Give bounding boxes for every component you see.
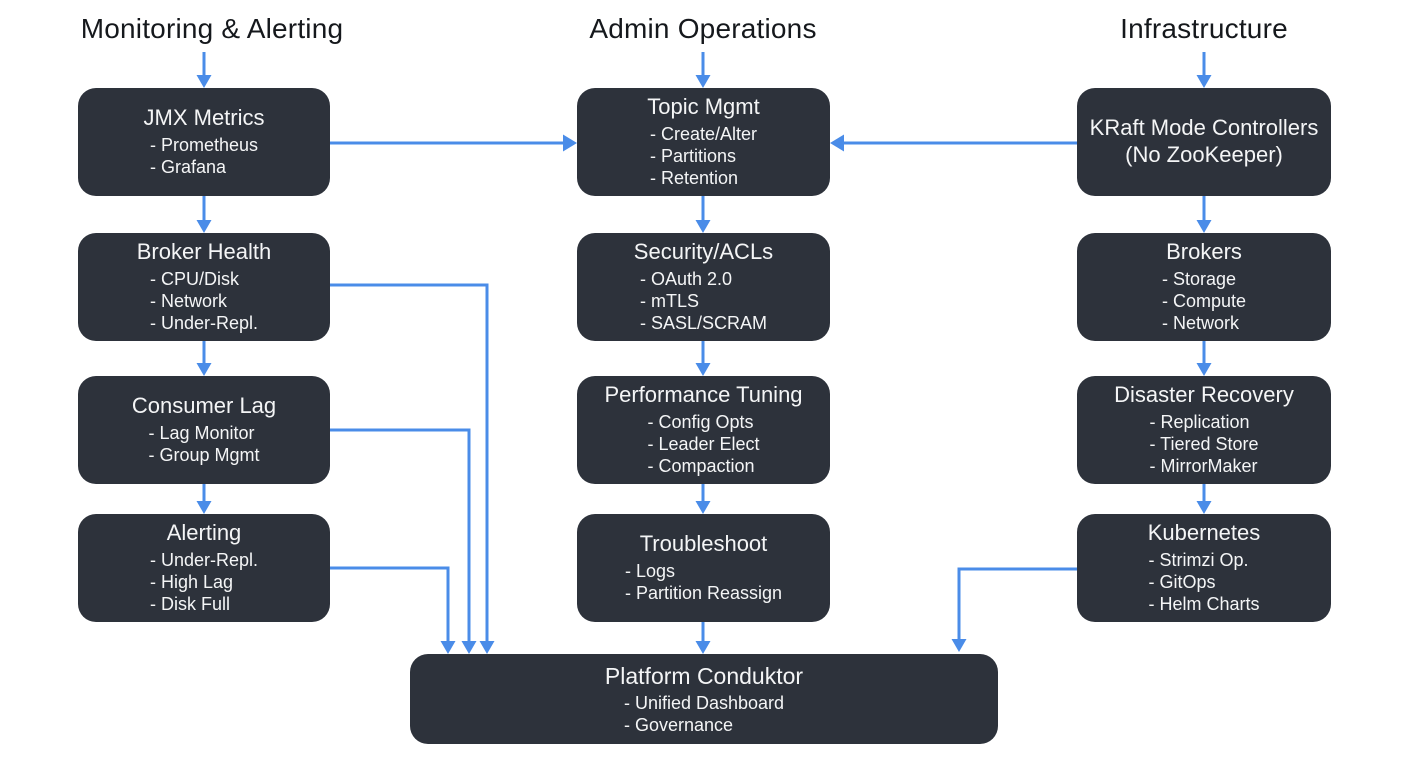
node-item: - Compute [1161,291,1247,312]
node-item: - Governance [623,715,734,736]
node-disaster-recovery: Disaster Recovery - Replication- Tiered S… [1077,376,1331,484]
node-item: - Storage [1161,269,1237,290]
node-item-list: - Strimzi Op.- GitOps- Helm Charts [1148,549,1259,615]
arrowhead-icon [830,134,844,152]
node-item: - Lag Monitor [148,423,255,444]
node-subtitle: (No ZooKeeper) [1125,142,1283,167]
node-title: Platform Conduktor [604,662,804,689]
node-title: Consumer Lag [131,393,277,419]
arrowhead-icon [563,134,577,152]
node-brokers: Brokers - Storage- Compute- Network [1077,233,1331,341]
node-item: - Unified Dashboard [623,692,785,713]
node-kraft-mode-controllers: KRaft Mode Controllers(No ZooKeeper) [1077,88,1331,196]
node-troubleshoot: Troubleshoot - Logs- Partition Reassign [577,514,830,622]
node-item-list: - Under-Repl.- High Lag- Disk Full [150,549,258,615]
node-item: - Network [149,291,227,312]
node-item: - Partition Reassign [624,583,783,604]
node-item: - Compaction [647,456,755,477]
node-item: - Under-Repl. [149,313,259,334]
node-item: - Network [1161,313,1239,334]
arrowhead-icon [196,75,212,88]
node-item: - Group Mgmt [148,445,260,466]
arrowhead-icon [695,75,711,88]
arrowhead-icon [695,501,711,514]
node-title: Brokers [1166,239,1242,265]
node-item: - CPU/Disk [149,269,239,290]
node-item-list: - Unified Dashboard- Governance [624,692,784,736]
node-security-acls: Security/ACLs - OAuth 2.0- mTLS- SASL/SCR… [577,233,830,341]
node-item: - Tiered Store [1149,434,1259,455]
node-item-list: - Lag Monitor- Group Mgmt [148,422,259,466]
arrowhead-icon [1196,75,1212,88]
node-item-list: - CPU/Disk- Network- Under-Repl. [150,268,258,334]
arrowhead-icon [196,363,212,376]
node-item: - Partitions [649,146,736,167]
arrowhead-icon [695,220,711,233]
node-topic-mgmt: Topic Mgmt - Create/Alter- Partitions- Re… [577,88,830,196]
node-item: - Strimzi Op. [1148,550,1249,571]
connector-line [957,567,1077,640]
node-item-list: - Prometheus- Grafana [150,134,258,178]
node-title: JMX Metrics [143,105,265,131]
arrowhead-icon [196,220,212,233]
node-item: - Disk Full [149,594,230,615]
arrowhead-icon [695,363,711,376]
arrowhead-icon [440,641,456,654]
node-title: Troubleshoot [639,531,768,557]
node-title: Broker Health [136,239,272,265]
node-item: - Logs [624,561,675,582]
node-item: - MirrorMaker [1149,456,1258,477]
node-item-list: - Create/Alter- Partitions- Retention [650,123,757,189]
column-header-monitoring: Monitoring & Alerting [80,13,344,44]
column-header-infrastructure: Infrastructure [1120,13,1288,44]
node-item: - Retention [649,168,739,189]
node-item-list: - Logs- Partition Reassign [625,560,782,604]
node-item: - GitOps [1148,572,1216,593]
arrowhead-icon [461,641,477,654]
node-item: - Grafana [149,157,227,178]
node-item: - Helm Charts [1148,594,1260,615]
node-consumer-lag: Consumer Lag - Lag Monitor- Group Mgmt [78,376,330,484]
node-title: Disaster Recovery [1114,382,1294,408]
connector-line [330,566,450,642]
node-title: Performance Tuning [604,382,803,408]
node-title: KRaft Mode Controllers [1089,115,1319,141]
node-item-list: - Storage- Compute- Network [1162,268,1246,334]
node-item: - Replication [1149,412,1250,433]
node-item: - Prometheus [149,135,259,156]
node-item-list: - Config Opts- Leader Elect- Compaction [647,411,759,477]
arrowhead-icon [951,639,967,652]
node-item: - OAuth 2.0 [639,269,733,290]
node-broker-health: Broker Health - CPU/Disk- Network- Under-… [78,233,330,341]
node-item: - Create/Alter [649,124,758,145]
node-platform-conduktor: Platform Conduktor - Unified Dashboard- G… [410,654,998,744]
node-title: Alerting [166,520,242,546]
node-kubernetes: Kubernetes - Strimzi Op.- GitOps- Helm Ch… [1077,514,1331,622]
node-item: - Leader Elect [647,434,760,455]
arrowhead-icon [479,641,495,654]
node-item-list: - Replication- Tiered Store- MirrorMaker [1149,411,1258,477]
arrowhead-icon [1196,220,1212,233]
node-jmx-metrics: JMX Metrics - Prometheus- Grafana [78,88,330,196]
node-item-list: - OAuth 2.0- mTLS- SASL/SCRAM [640,268,767,334]
arrowhead-icon [196,501,212,514]
node-performance-tuning: Performance Tuning - Config Opts- Leader … [577,376,830,484]
node-title: Security/ACLs [633,239,774,265]
node-item: - High Lag [149,572,234,593]
node-title: Topic Mgmt [647,94,760,120]
node-item: - SASL/SCRAM [639,313,768,334]
column-header-admin: Admin Operations [589,13,817,44]
connector-line [330,428,471,642]
connector-line [330,283,489,642]
node-item: - mTLS [639,291,699,312]
arrowhead-icon [695,641,711,654]
node-item: - Under-Repl. [149,550,259,571]
arrowhead-icon [1196,501,1212,514]
node-alerting: Alerting - Under-Repl.- High Lag- Disk Fu… [78,514,330,622]
arrowhead-icon [1196,363,1212,376]
node-title: Kubernetes [1147,520,1261,546]
node-item: - Config Opts [647,412,754,433]
